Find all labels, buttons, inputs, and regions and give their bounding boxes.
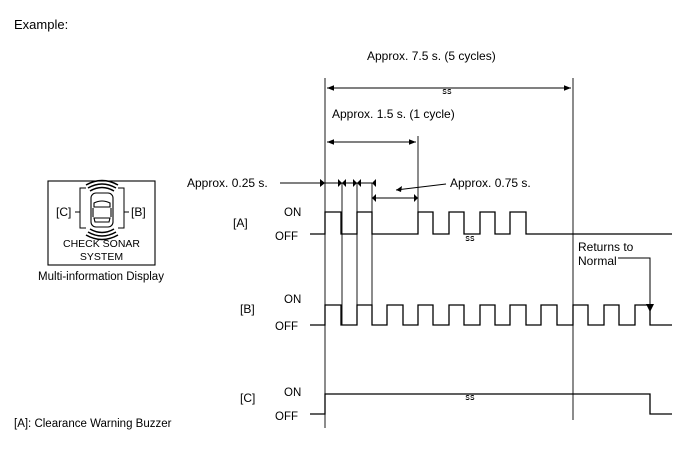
channel-a-tag: [A]	[233, 216, 248, 230]
footnote: [A]: Clearance Warning Buzzer	[14, 418, 172, 430]
check-sonar-text: CHECK SONAR	[63, 238, 140, 250]
cycle-label: Approx. 1.5 s. (1 cycle)	[332, 107, 455, 121]
system-text: SYSTEM	[80, 251, 123, 263]
returns-to-normal-arrow	[618, 257, 654, 312]
channel-a-waveform	[310, 211, 672, 235]
channel-c-off-label: OFF	[275, 411, 298, 423]
total-duration-dimension: ꜱꜱ	[327, 85, 571, 96]
channel-b-on-label: ON	[284, 294, 301, 306]
break-mark-icon: ꜱꜱ	[442, 86, 452, 96]
channel-c-waveform	[310, 393, 672, 415]
long-interval-dimension	[372, 183, 447, 202]
multi-information-display-icon: [C] [B] CHECK SONAR SYSTEM	[47, 179, 156, 266]
heading: Example:	[14, 17, 68, 32]
channel-b-off-label: OFF	[275, 321, 298, 333]
channel-b-tag: [B]	[240, 302, 255, 316]
car-icon	[90, 192, 114, 228]
display-caption: Multi-information Display	[38, 271, 164, 283]
front-sensor-marks-icon	[85, 179, 119, 192]
channel-a-off-label: OFF	[275, 231, 298, 243]
channel-a-break-icon: ꜱꜱ	[465, 233, 475, 243]
channel-b-waveform	[310, 304, 672, 326]
returns-label-line2: Normal	[578, 254, 617, 268]
channel-a-on-label: ON	[284, 207, 301, 219]
returns-label-line1: Returns to	[578, 240, 634, 254]
total-duration-label: Approx. 7.5 s. (5 cycles)	[367, 49, 496, 63]
reference-lines	[324, 78, 574, 428]
display-tag-b: [B]	[131, 205, 146, 219]
channel-c-break-icon: ꜱꜱ	[465, 392, 475, 402]
channel-c-on-label: ON	[284, 387, 301, 399]
sensor-bracket-lines	[75, 187, 129, 229]
rear-sensor-marks-icon	[85, 228, 119, 241]
short-interval-dimension	[280, 179, 376, 187]
off-time-label: Approx. 0.75 s.	[450, 176, 531, 190]
display-tag-c: [C]	[56, 205, 71, 219]
channel-c-tag: [C]	[240, 391, 255, 405]
on-time-label: Approx. 0.25 s.	[187, 176, 268, 190]
